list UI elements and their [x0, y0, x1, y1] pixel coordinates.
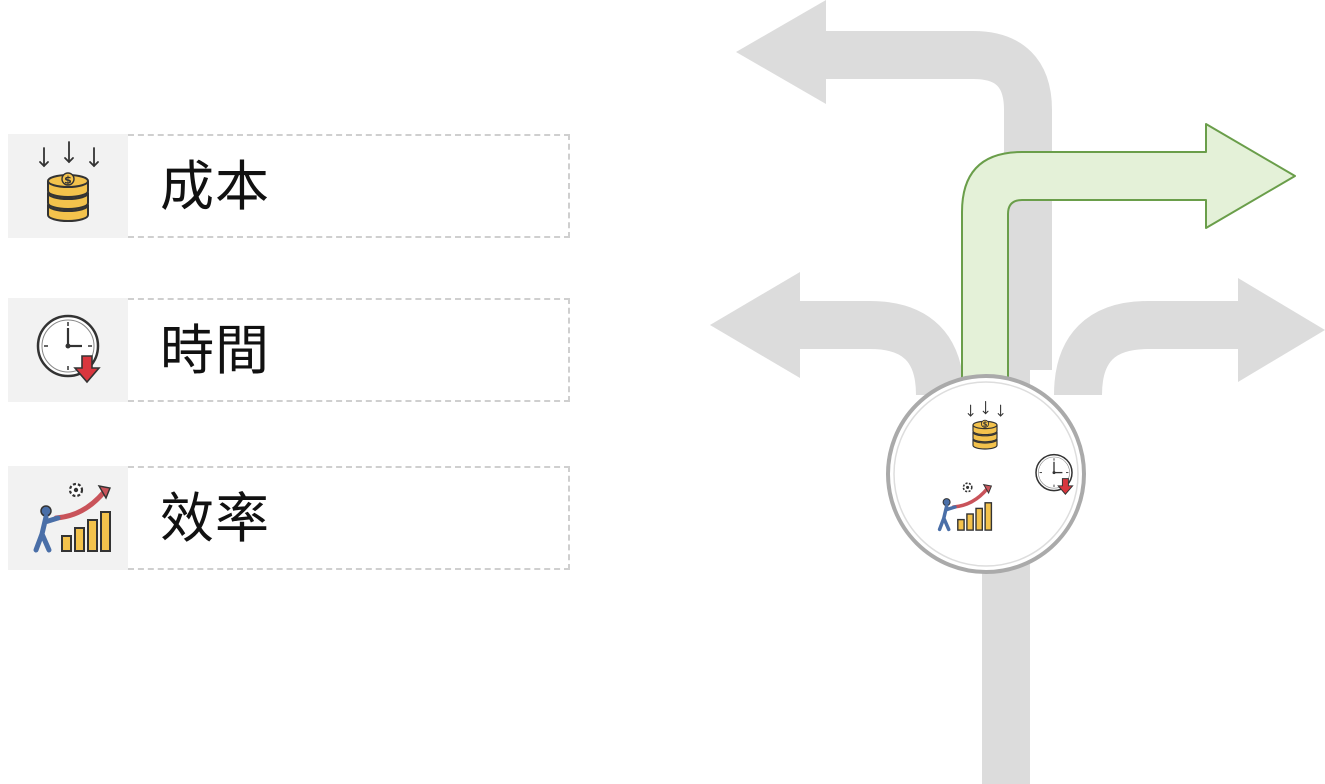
- chosen-path-arrow: [961, 123, 1296, 381]
- coin-stack-cost-icon: [8, 134, 128, 238]
- criteria-label-efficiency: 效率: [160, 487, 270, 550]
- clock-time-reduction-icon: [8, 298, 128, 402]
- dashed-label-box: [128, 298, 570, 402]
- arrow-right: [1238, 278, 1325, 382]
- decision-node: [886, 374, 1086, 574]
- dashed-label-box: [128, 466, 570, 570]
- arrow-left: [710, 272, 800, 378]
- road-up-left: [818, 31, 1052, 370]
- criteria-label-cost: 成本: [160, 155, 270, 218]
- criteria-row-cost: 成本: [8, 134, 570, 238]
- road-left: [796, 301, 964, 396]
- criteria-row-time: 時間: [8, 298, 570, 402]
- dashed-label-box: [128, 134, 570, 238]
- arrow-up-left: [736, 0, 826, 104]
- road-right: [1054, 301, 1240, 396]
- efficiency-growth-icon: [8, 466, 128, 570]
- criteria-row-efficiency: 效率: [8, 466, 570, 570]
- criteria-label-time: 時間: [160, 319, 270, 382]
